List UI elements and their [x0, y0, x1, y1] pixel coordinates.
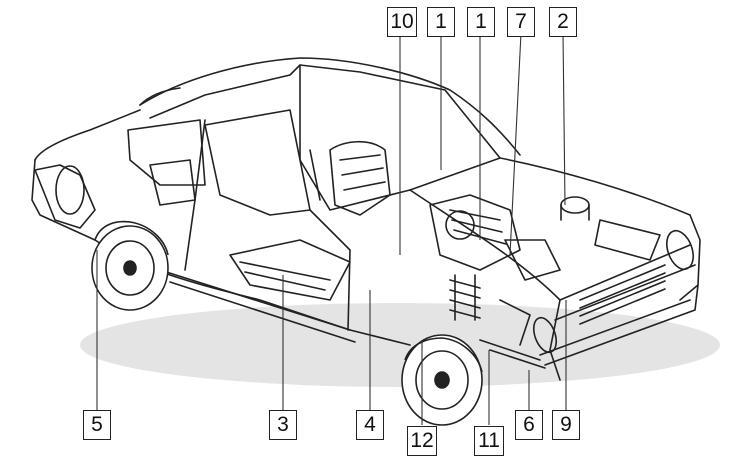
car-body: [31, 57, 701, 381]
rear-wheel: [91, 220, 169, 311]
callout-3: 3: [269, 410, 297, 440]
callout-12: 12: [407, 426, 437, 456]
ground-shadow: [80, 303, 720, 387]
callout-10: 10: [387, 7, 417, 37]
callout-7: 7: [507, 7, 535, 37]
callout-1-left: 1: [427, 7, 455, 37]
callout-6: 6: [515, 410, 543, 440]
callout-5: 5: [83, 410, 111, 440]
callout-4: 4: [356, 410, 384, 440]
front-wheel: [401, 334, 483, 426]
callout-2: 2: [549, 7, 577, 37]
callout-11: 11: [474, 426, 504, 456]
leader-lines: [96, 32, 567, 425]
callout-1-right: 1: [467, 7, 495, 37]
callout-9: 9: [552, 410, 580, 440]
